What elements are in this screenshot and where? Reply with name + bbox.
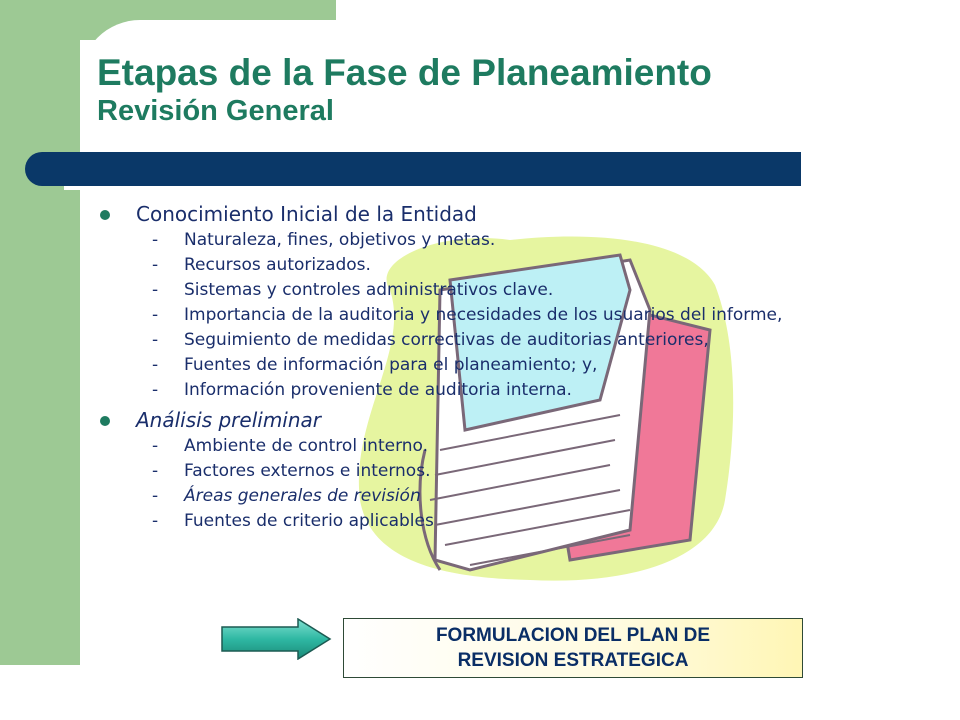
bullet-main-2-label: Análisis preliminar	[136, 408, 322, 432]
divider-notch	[64, 186, 804, 190]
dash-icon: -	[152, 511, 159, 531]
sub-item: - Sistemas y controles administrativos cl…	[100, 281, 874, 300]
clipart-page-lines	[429, 414, 631, 566]
dash-icon: -	[152, 380, 159, 400]
dash-icon: -	[152, 436, 159, 456]
sub-item-label: Áreas generales de revisión	[184, 486, 421, 506]
sub-item-label: Fuentes de información para el planeamie…	[184, 355, 598, 375]
title-divider-bar	[25, 152, 801, 186]
sub-item: - Ambiente de control interno.	[100, 437, 874, 456]
dash-icon: -	[152, 230, 159, 250]
sub-item-label: Naturaleza, fines, objetivos y metas.	[184, 230, 496, 250]
callout-box: FORMULACION DEL PLAN DE REVISION ESTRATE…	[343, 618, 803, 678]
books-clipart-icon	[358, 236, 734, 581]
dash-icon: -	[152, 461, 159, 481]
sub-item-label: Sistemas y controles administrativos cla…	[184, 280, 554, 300]
sub-item: - Seguimiento de medidas correctivas de a…	[100, 331, 874, 350]
dash-icon: -	[152, 255, 159, 275]
slide-title: Etapas de la Fase de Planeamiento	[97, 52, 712, 93]
sub-item: - Naturaleza, fines, objetivos y metas.	[100, 231, 874, 250]
sub-item: - Información proveniente de auditoria in…	[100, 381, 874, 400]
slide-subtitle: Revisión General	[97, 95, 334, 127]
arrow-shape	[221, 618, 332, 660]
sub-item-label: Información proveniente de auditoria int…	[184, 380, 572, 400]
sub-item: - Importancia de la auditoria y necesidad…	[100, 306, 874, 325]
sub-item: - Áreas generales de revisión	[100, 487, 874, 506]
sub-item: - Fuentes de criterio aplicables	[100, 512, 874, 531]
bullet-main-2: Análisis preliminar	[100, 406, 900, 434]
sub-item-label: Fuentes de criterio aplicables	[184, 511, 434, 531]
clipart-spine	[418, 449, 442, 571]
sub-item-label: Ambiente de control interno.	[184, 436, 429, 456]
right-arrow-icon	[221, 618, 332, 660]
dash-icon: -	[152, 305, 159, 325]
callout-line-1: FORMULACION DEL PLAN DE	[435, 625, 711, 646]
sub-item-label: Recursos autorizados.	[184, 255, 371, 275]
callout-line-2: REVISION ESTRATEGICA	[457, 650, 689, 671]
dash-icon: -	[152, 486, 159, 506]
sub-item-label: Seguimiento de medidas correctivas de au…	[184, 330, 709, 350]
sub-item: - Recursos autorizados.	[100, 256, 874, 275]
dash-icon: -	[152, 280, 159, 300]
bullet-dot-icon	[100, 416, 110, 426]
clipart-cyan-page	[448, 253, 632, 432]
dash-icon: -	[152, 330, 159, 350]
sub-item: - Factores externos e internos.	[100, 462, 874, 481]
bullet-main-1-label: Conocimiento Inicial de la Entidad	[136, 202, 477, 226]
bullet-dot-icon	[100, 210, 110, 220]
sub-item-label: Importancia de la auditoria y necesidade…	[184, 305, 783, 325]
bullet-content: Conocimiento Inicial de la Entidad - Natu…	[100, 200, 900, 537]
title-block: Etapas de la Fase de Planeamiento Revisi…	[97, 52, 917, 128]
sidebar-green-strip	[0, 0, 80, 665]
bullet-main-1: Conocimiento Inicial de la Entidad	[100, 200, 900, 228]
dash-icon: -	[152, 355, 159, 375]
sub-item: - Fuentes de información para el planeami…	[100, 356, 874, 375]
sub-item-label: Factores externos e internos.	[184, 461, 431, 481]
